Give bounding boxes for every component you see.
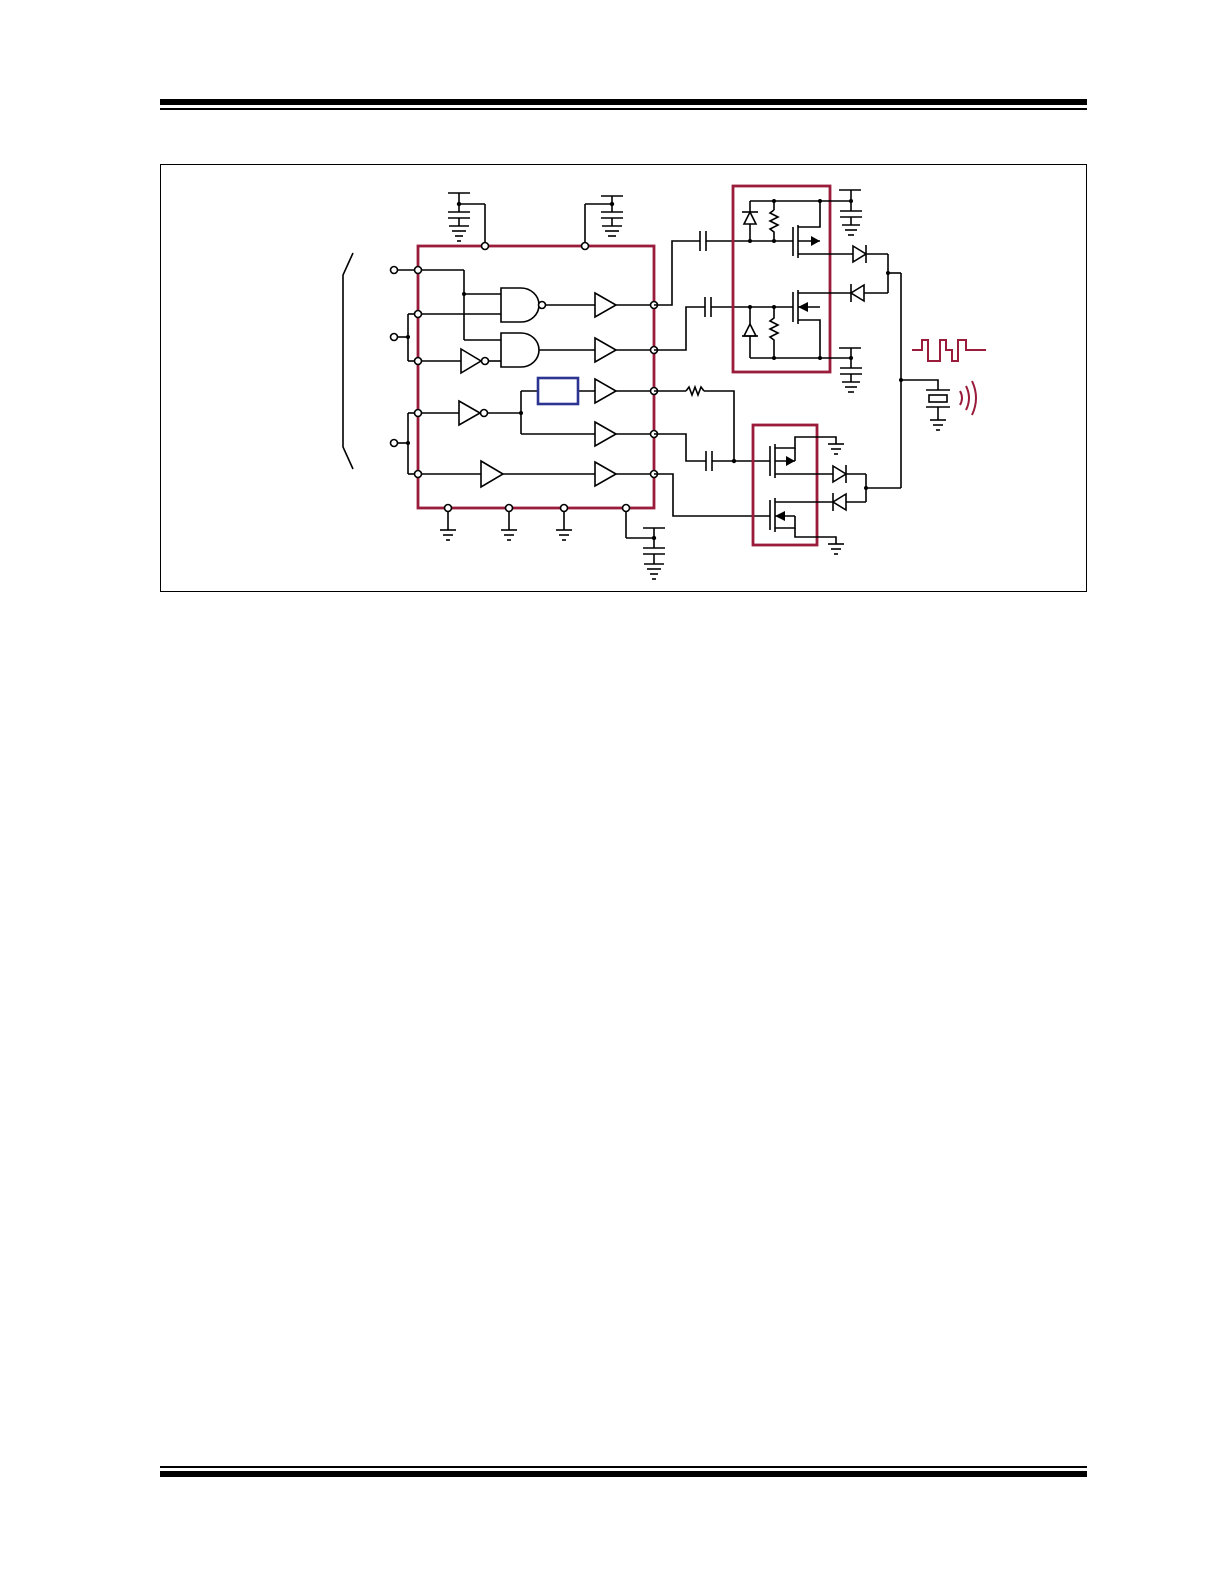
buffer-1 bbox=[594, 291, 618, 319]
output-wiring bbox=[654, 231, 770, 517]
logic-wiring bbox=[418, 269, 654, 475]
resistor-icon bbox=[685, 384, 705, 398]
nand-gate bbox=[500, 287, 540, 323]
ic-package-outline bbox=[416, 244, 656, 510]
piezo-transducer bbox=[899, 273, 950, 488]
diode-icon bbox=[852, 244, 868, 264]
inverter-lower bbox=[458, 399, 482, 427]
supply-pin-right bbox=[584, 195, 623, 246]
input-terminals bbox=[389, 265, 418, 475]
footer-rule-thin bbox=[160, 1466, 1087, 1468]
input-bracket bbox=[342, 252, 354, 470]
header-rule-thin bbox=[160, 108, 1087, 110]
header-rule-thick bbox=[160, 99, 1087, 105]
low-side-diodes bbox=[831, 464, 901, 512]
high-side-diodes bbox=[849, 244, 901, 303]
high-side-mosfet-pair bbox=[731, 184, 862, 393]
footer-rule-thick bbox=[160, 1471, 1087, 1477]
nand-bubble bbox=[537, 300, 547, 310]
zener-diode-icon bbox=[742, 210, 758, 225]
low-side-mosfet-pair bbox=[751, 423, 866, 555]
ground-pins bbox=[440, 508, 572, 541]
bottom-supply-pin bbox=[625, 508, 665, 580]
buffer-5 bbox=[594, 460, 618, 488]
sound-waves-icon bbox=[959, 380, 977, 416]
supply-pin-left bbox=[448, 192, 486, 246]
buffer-3 bbox=[594, 377, 618, 405]
ic-pins bbox=[413, 241, 659, 513]
oscillator-block bbox=[536, 376, 580, 406]
schematic-figure bbox=[160, 164, 1087, 592]
buffer-input bbox=[480, 459, 505, 489]
figure-border bbox=[160, 164, 1087, 592]
and-gate bbox=[500, 332, 540, 368]
square-wave-icon bbox=[912, 339, 986, 362]
inverter-upper bbox=[460, 347, 483, 375]
buffer-2 bbox=[594, 336, 618, 364]
circuit-schematic bbox=[160, 164, 1087, 592]
buffer-4 bbox=[594, 420, 618, 448]
